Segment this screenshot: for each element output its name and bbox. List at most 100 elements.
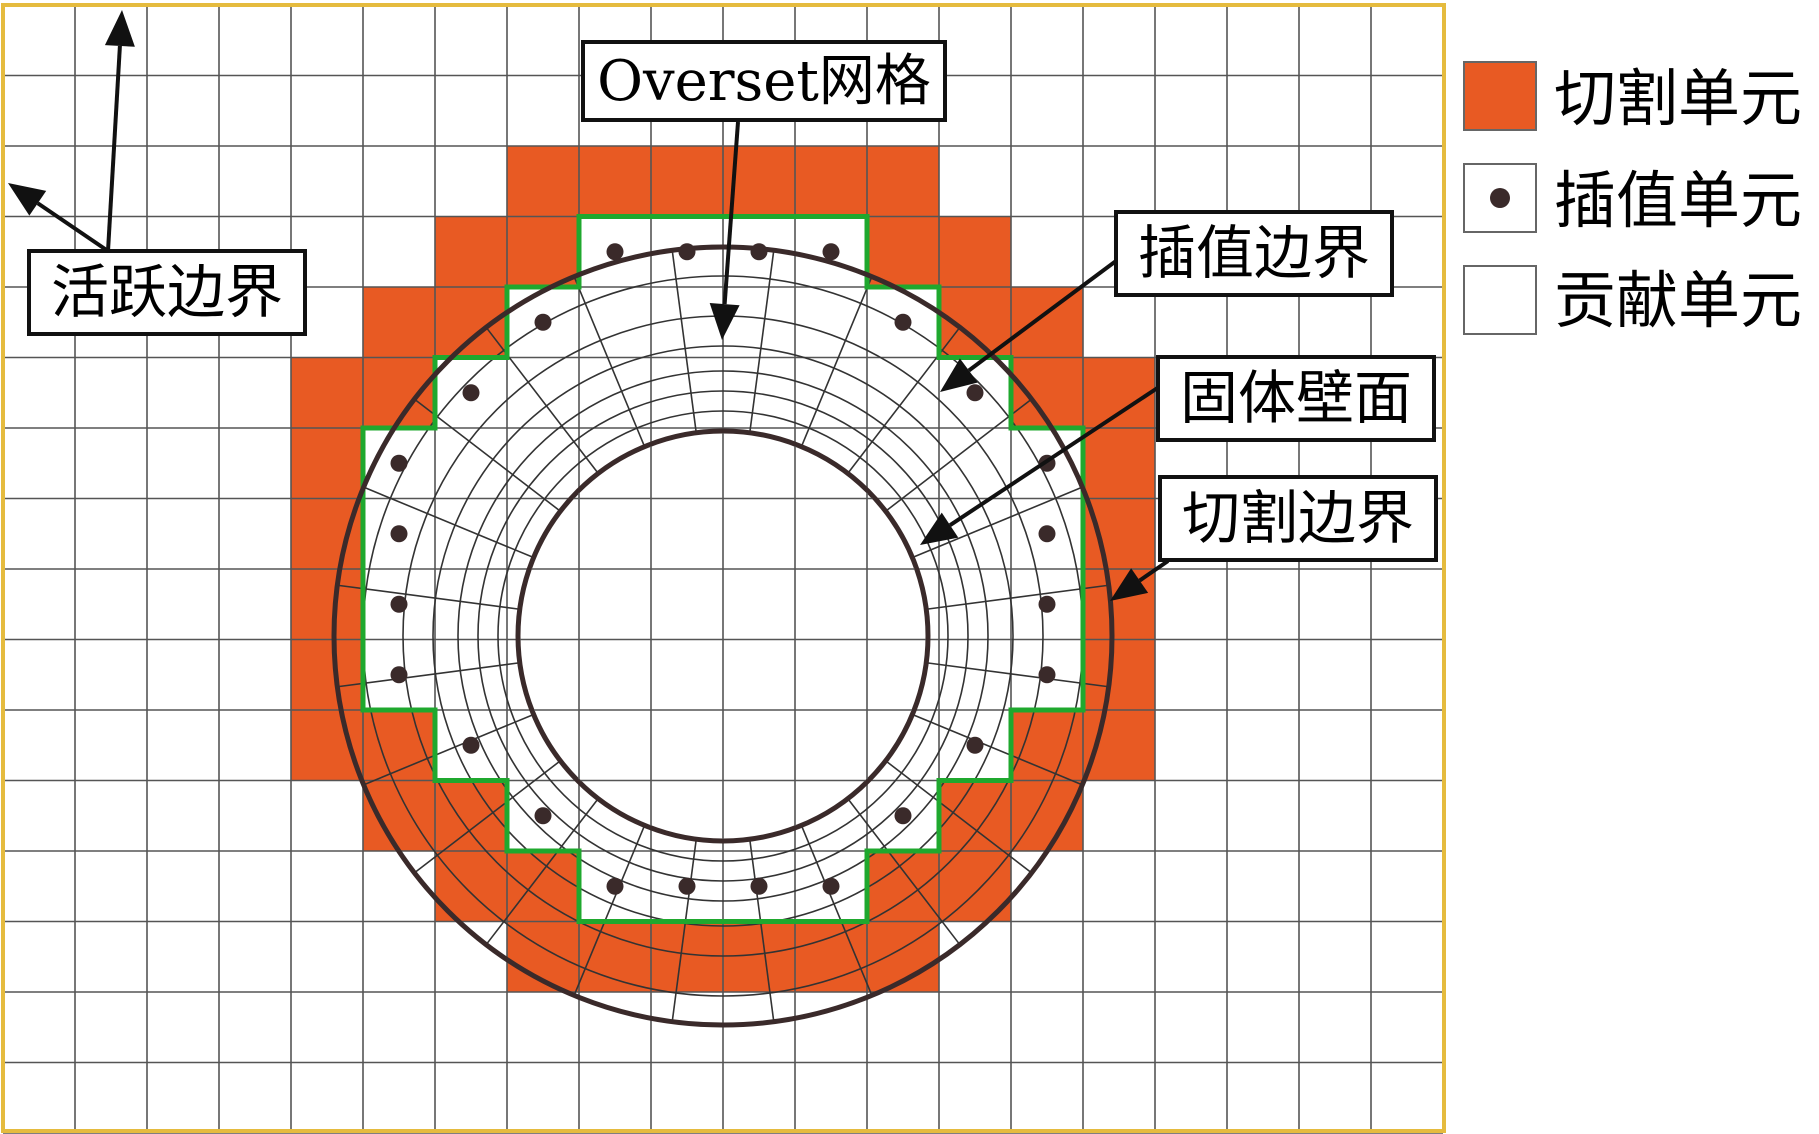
annotation-arrows [8, 10, 1170, 601]
empty-square-icon [1463, 265, 1537, 335]
cut-cell [867, 146, 939, 217]
cut-cell [651, 921, 723, 992]
cut-cell [507, 146, 579, 217]
interpolation-dot [966, 736, 984, 754]
legend-label: 贡献单元 [1554, 264, 1802, 337]
interpolation-dot [390, 525, 408, 543]
overset-spoke [486, 327, 599, 474]
legend-item-contrib-cell: 贡献单元 [1463, 264, 1802, 337]
overset-spoke [338, 661, 520, 688]
legend-label: 插值单元 [1554, 164, 1802, 237]
cut-boundary-circle [331, 244, 1115, 1028]
cut-cell [507, 851, 579, 922]
cut-cell [291, 569, 363, 640]
interpolation-dot [390, 595, 408, 613]
interpolation-dot [606, 243, 624, 261]
overset-spoke [573, 277, 646, 447]
interpolation-dots [390, 243, 1056, 895]
cut-cell [1083, 357, 1155, 428]
overset-spoke [338, 584, 520, 611]
overset-spoke [486, 798, 599, 945]
overset-ring [457, 370, 989, 902]
cut-boundary-label-box: 切割边界 [1158, 475, 1438, 562]
cut-cell [1083, 569, 1155, 640]
overset-ring [432, 345, 1014, 927]
cut-boundary-label: 切割边界 [1182, 484, 1414, 552]
cut-cell [291, 428, 363, 499]
arrow [709, 121, 740, 340]
interp-boundary-label-box: 插值边界 [1114, 210, 1394, 297]
overset-spoke [885, 760, 1032, 873]
interpolation-dot [462, 736, 480, 754]
legend-label: 切割单元 [1554, 62, 1802, 135]
cut-cell [291, 639, 363, 710]
interpolation-dot [1038, 595, 1056, 613]
overset-mesh [338, 251, 1108, 1021]
interpolation-dot [390, 666, 408, 684]
cut-cell [939, 216, 1011, 287]
domain-frame [1, 3, 1446, 1133]
overset-spoke [748, 251, 775, 433]
wall-interior-grid [520, 433, 926, 839]
legend-item-cut-cell: 切割单元 [1463, 61, 1802, 135]
overset-spoke [885, 399, 1032, 512]
interpolation-dot [1038, 666, 1056, 684]
solid-wall-label-box: 固体壁面 [1156, 355, 1436, 442]
interpolation-dot [534, 807, 552, 825]
overset-spoke [573, 825, 646, 995]
cut-cell [1083, 428, 1155, 499]
cut-cell [291, 357, 363, 428]
interpolation-dot [894, 807, 912, 825]
cut-cell [723, 921, 795, 992]
arrow [940, 256, 1122, 392]
cut-cell [291, 498, 363, 569]
overset-ring [497, 410, 949, 862]
interpolation-dot [534, 313, 552, 331]
cut-cell [867, 851, 939, 922]
cut-cell [363, 780, 435, 851]
cut-cell [507, 216, 579, 287]
cut-cell [1011, 287, 1083, 358]
overset-ring [477, 390, 969, 882]
overset-spoke [364, 713, 534, 786]
legend-item-interp-cell: 插值单元 [1463, 163, 1802, 237]
overset-spoke [671, 251, 698, 433]
overset-spoke [671, 839, 698, 1021]
overset-spoke [926, 661, 1108, 688]
overset-spoke [414, 399, 561, 512]
interpolation-dot [606, 877, 624, 895]
filled-square-icon [1463, 61, 1537, 131]
interp-boundary-label: 插值边界 [1138, 219, 1370, 287]
cut-cell [867, 216, 939, 287]
overset-label: Overset网格 [597, 49, 931, 114]
cut-cell [579, 146, 651, 217]
interpolation-dot [822, 877, 840, 895]
cut-cell [1083, 639, 1155, 710]
solid-wall-label: 固体壁面 [1180, 364, 1412, 432]
overset-spoke [414, 760, 561, 873]
overset-spoke [926, 584, 1108, 611]
overset-spoke [748, 839, 775, 1021]
overset-spoke [800, 825, 873, 995]
overset-label-box: Overset网格 [581, 40, 947, 122]
overset-spoke [912, 713, 1082, 786]
interpolation-dot [822, 243, 840, 261]
overset-spoke [800, 277, 873, 447]
interpolation-dot [750, 877, 768, 895]
active-boundary-label-box: 活跃边界 [27, 249, 307, 336]
overset-spoke [847, 327, 960, 474]
interpolation-dot [462, 384, 480, 402]
interpolation-dot [894, 313, 912, 331]
arrow [8, 183, 110, 253]
cut-cell [363, 287, 435, 358]
arrow [920, 383, 1164, 545]
interpolation-dot [390, 454, 408, 472]
cut-cell [651, 146, 723, 217]
active-boundary-label: 活跃边界 [51, 258, 283, 326]
arrow [1110, 559, 1170, 601]
overset-spoke [847, 798, 960, 945]
cut-cell [1011, 780, 1083, 851]
overset-spoke [912, 486, 1082, 559]
cut-cell [435, 216, 507, 287]
